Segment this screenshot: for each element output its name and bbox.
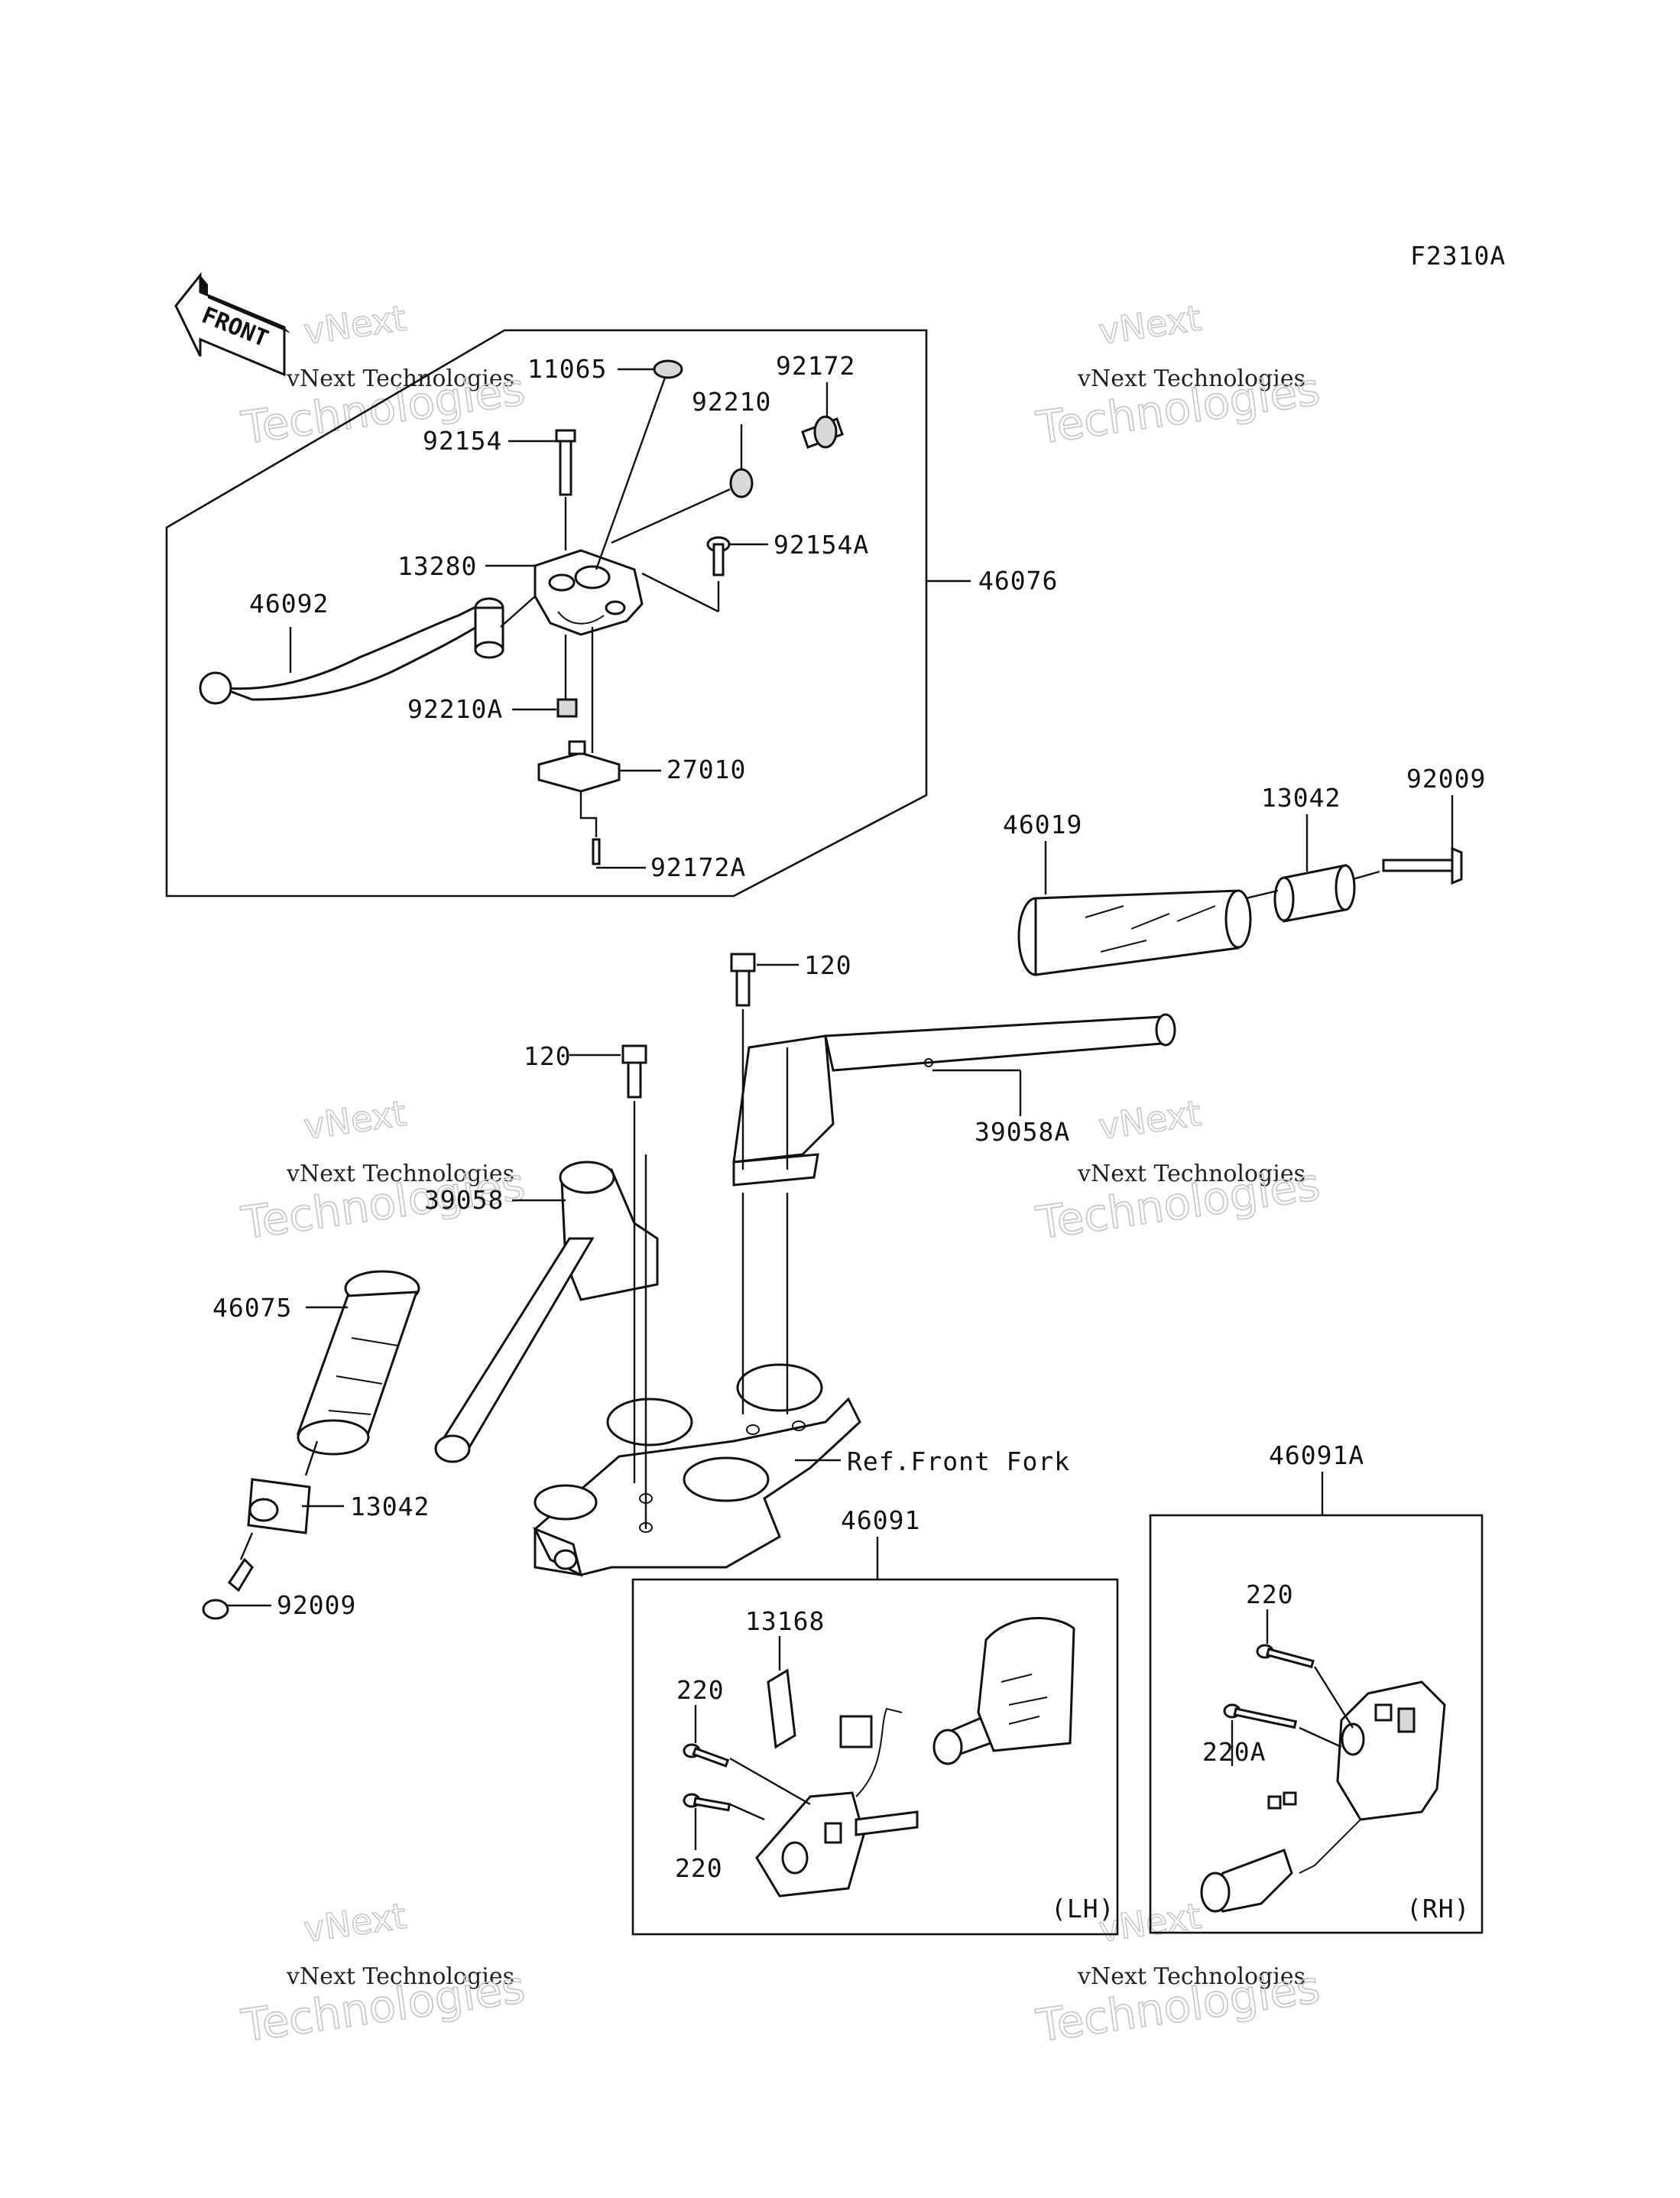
handlebar-39058-part (434, 1161, 659, 1463)
label-92154A: 92154A (774, 530, 869, 560)
nut-92210A-part (556, 698, 578, 718)
watermark-middle-right: vNext vNext Technologies Technologies (1033, 1092, 1324, 1250)
leader-lines-grip-right (1044, 795, 1454, 900)
svg-text:vNext Technologies: vNext Technologies (286, 365, 514, 392)
lh-switch-box (631, 1578, 1119, 1936)
label-ref-front-fork: Ref.Front Fork (847, 1446, 1070, 1476)
label-220-lh-top: 220 (676, 1675, 725, 1705)
weight-13042-bottom-part (247, 1478, 311, 1534)
leader-lines-lh (694, 1537, 879, 1850)
bolt-92154-part (555, 429, 576, 496)
lever-holder-part (534, 549, 644, 636)
lever-assembly-box (165, 329, 928, 898)
label-46092: 46092 (249, 589, 329, 618)
label-120-right: 120 (804, 950, 852, 980)
label-46075: 46075 (212, 1293, 292, 1323)
svg-text:vNext: vNext (1096, 297, 1204, 352)
watermark-bottom-left: vNext vNext Technologies Technologies (238, 1894, 529, 2053)
watermark-top-right: vNext vNext Technologies Technologies (1033, 297, 1324, 455)
label-46091A: 46091A (1269, 1440, 1364, 1470)
front-arrow-icon: FRONT (174, 271, 290, 377)
part-labels: 11065 92172 92210 92154 92154A 13280 460… (212, 351, 1486, 1924)
label-92172: 92172 (776, 351, 855, 381)
label-46019: 46019 (1003, 810, 1082, 839)
clutch-lever-part (199, 597, 504, 705)
label-13042-bottom: 13042 (350, 1492, 430, 1521)
label-rh: (RH) (1406, 1894, 1470, 1924)
figure-code: F2310A (1410, 241, 1506, 271)
label-27010: 27010 (666, 755, 746, 784)
bolt-92154A-part (706, 536, 731, 576)
label-220-lh-bottom: 220 (675, 1853, 723, 1883)
label-220A: 220A (1202, 1737, 1266, 1767)
label-39058A: 39058A (975, 1117, 1070, 1147)
label-92009-top: 92009 (1406, 764, 1486, 794)
rh-switch-box (1149, 1514, 1484, 1934)
label-92210: 92210 (692, 387, 771, 417)
label-13168: 13168 (745, 1606, 825, 1636)
bolt-120-left-part (621, 1044, 647, 1099)
handlebar-39058A-part (732, 1013, 1176, 1187)
label-46091: 46091 (841, 1505, 920, 1535)
label-92172A: 92172A (650, 852, 746, 882)
nut-92210-part (729, 468, 754, 498)
label-92154: 92154 (423, 426, 502, 456)
weight-13042-top-part (1273, 864, 1356, 923)
svg-text:vNext Technologies: vNext Technologies (1077, 1963, 1305, 1990)
label-39058: 39058 (424, 1185, 504, 1215)
front-fork-bracket-part (532, 1363, 861, 1577)
screw-92009-bottom-part (202, 1557, 254, 1620)
svg-text:vNext: vNext (301, 297, 409, 352)
svg-text:vNext: vNext (301, 1093, 409, 1148)
svg-text:vNext Technologies: vNext Technologies (286, 1161, 514, 1187)
screw-92009-top-part (1382, 846, 1463, 885)
label-220-rh: 220 (1246, 1580, 1294, 1609)
label-13042-top: 13042 (1261, 783, 1341, 813)
svg-text:vNext Technologies: vNext Technologies (286, 1963, 514, 1990)
bolt-120-right-part (730, 953, 756, 1007)
leader-lines-grip-left (225, 1306, 348, 1607)
leader-lines-box (289, 368, 971, 869)
label-120-left: 120 (524, 1041, 572, 1071)
grip-46019-part (1017, 889, 1252, 976)
leader-lines-rh (1231, 1472, 1354, 1766)
watermark-middle-left: vNext vNext Technologies Technologies (238, 1092, 529, 1250)
lh-screws-part (683, 1743, 731, 1812)
rh-screws-part (1223, 1644, 1315, 1729)
switch-27010-part (537, 740, 621, 793)
screw-92172A-part (592, 838, 601, 865)
svg-text:vNext Technologies: vNext Technologies (1077, 1161, 1305, 1187)
svg-text:vNext Technologies: vNext Technologies (1077, 365, 1305, 392)
label-11065: 11065 (527, 354, 607, 384)
label-92009-bottom: 92009 (277, 1590, 356, 1620)
svg-text:vNext: vNext (1096, 1093, 1204, 1148)
leader-lines-center (512, 963, 1022, 1529)
svg-text:vNext: vNext (301, 1895, 409, 1950)
grip-46075-part (296, 1270, 420, 1456)
label-92210A: 92210A (407, 694, 503, 724)
adjuster-92172-part (801, 415, 844, 449)
label-13280: 13280 (397, 551, 477, 581)
lh-switch-housing-part (755, 1617, 1075, 1898)
rh-switch-housing-part (1200, 1680, 1446, 1913)
label-46076: 46076 (978, 566, 1058, 596)
label-lh: (LH) (1051, 1894, 1114, 1924)
cap-11065-part (653, 359, 683, 379)
